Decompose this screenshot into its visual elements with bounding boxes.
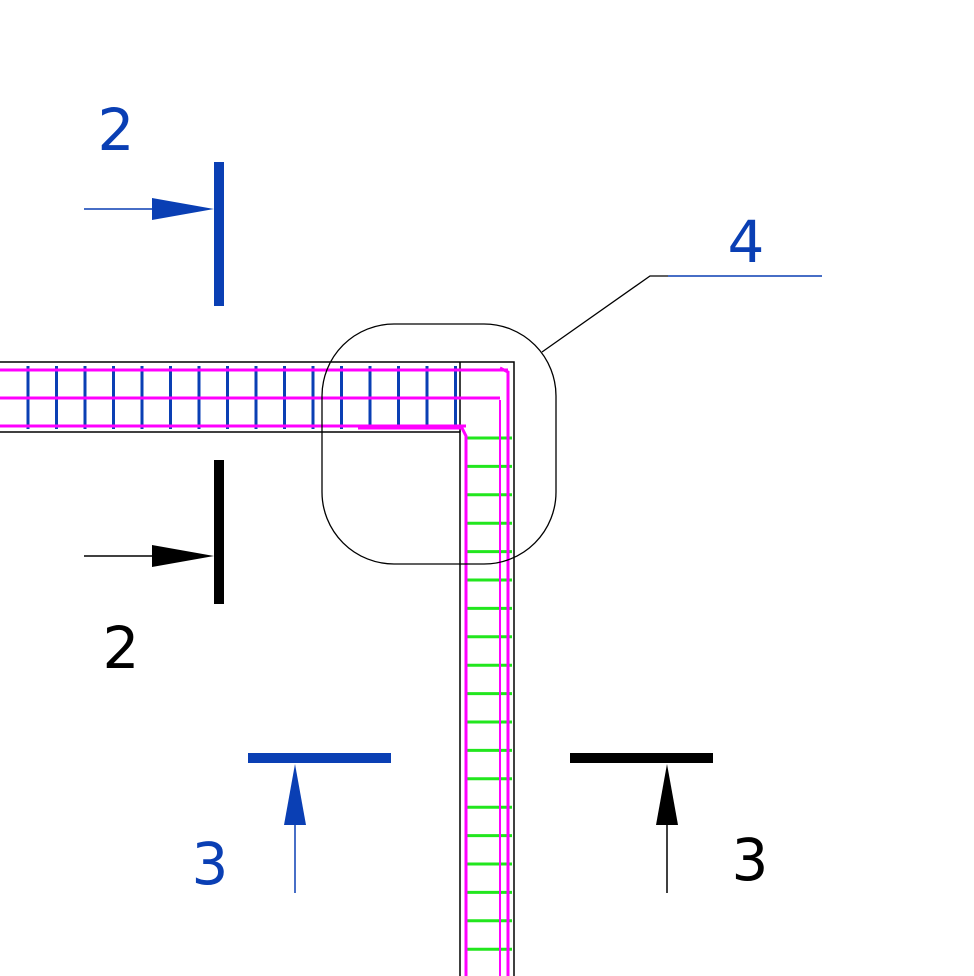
magenta-bar-outer-corner [499,366,510,976]
section-arrow-head [152,198,214,220]
detail-callout [321,275,668,565]
green-stirrups [466,436,512,951]
detail-label: 4 [728,208,765,276]
horizontal-rebar [0,366,508,429]
detail-leader-line [541,275,668,353]
vertical-rebar [358,366,512,976]
detail-outline [321,323,557,565]
section-label: 2 [103,614,140,682]
section-mark-2-top: 2 [84,96,224,306]
section-label: 2 [98,96,135,164]
wall-inner-edge [0,431,461,976]
section-label: 3 [192,830,229,898]
section-mark-3-right: 3 [570,753,769,894]
wall-outline [0,361,515,976]
magenta-bar-inner-corner [358,426,468,976]
section-mark-3-left: 3 [192,753,391,898]
section-arrow-head [284,764,306,825]
section-label: 3 [732,826,769,894]
section-mark-2-bottom: 2 [84,460,224,682]
section-arrow-head [152,545,214,567]
wall-outer-edge [0,361,515,976]
section-arrow-head [656,764,678,825]
